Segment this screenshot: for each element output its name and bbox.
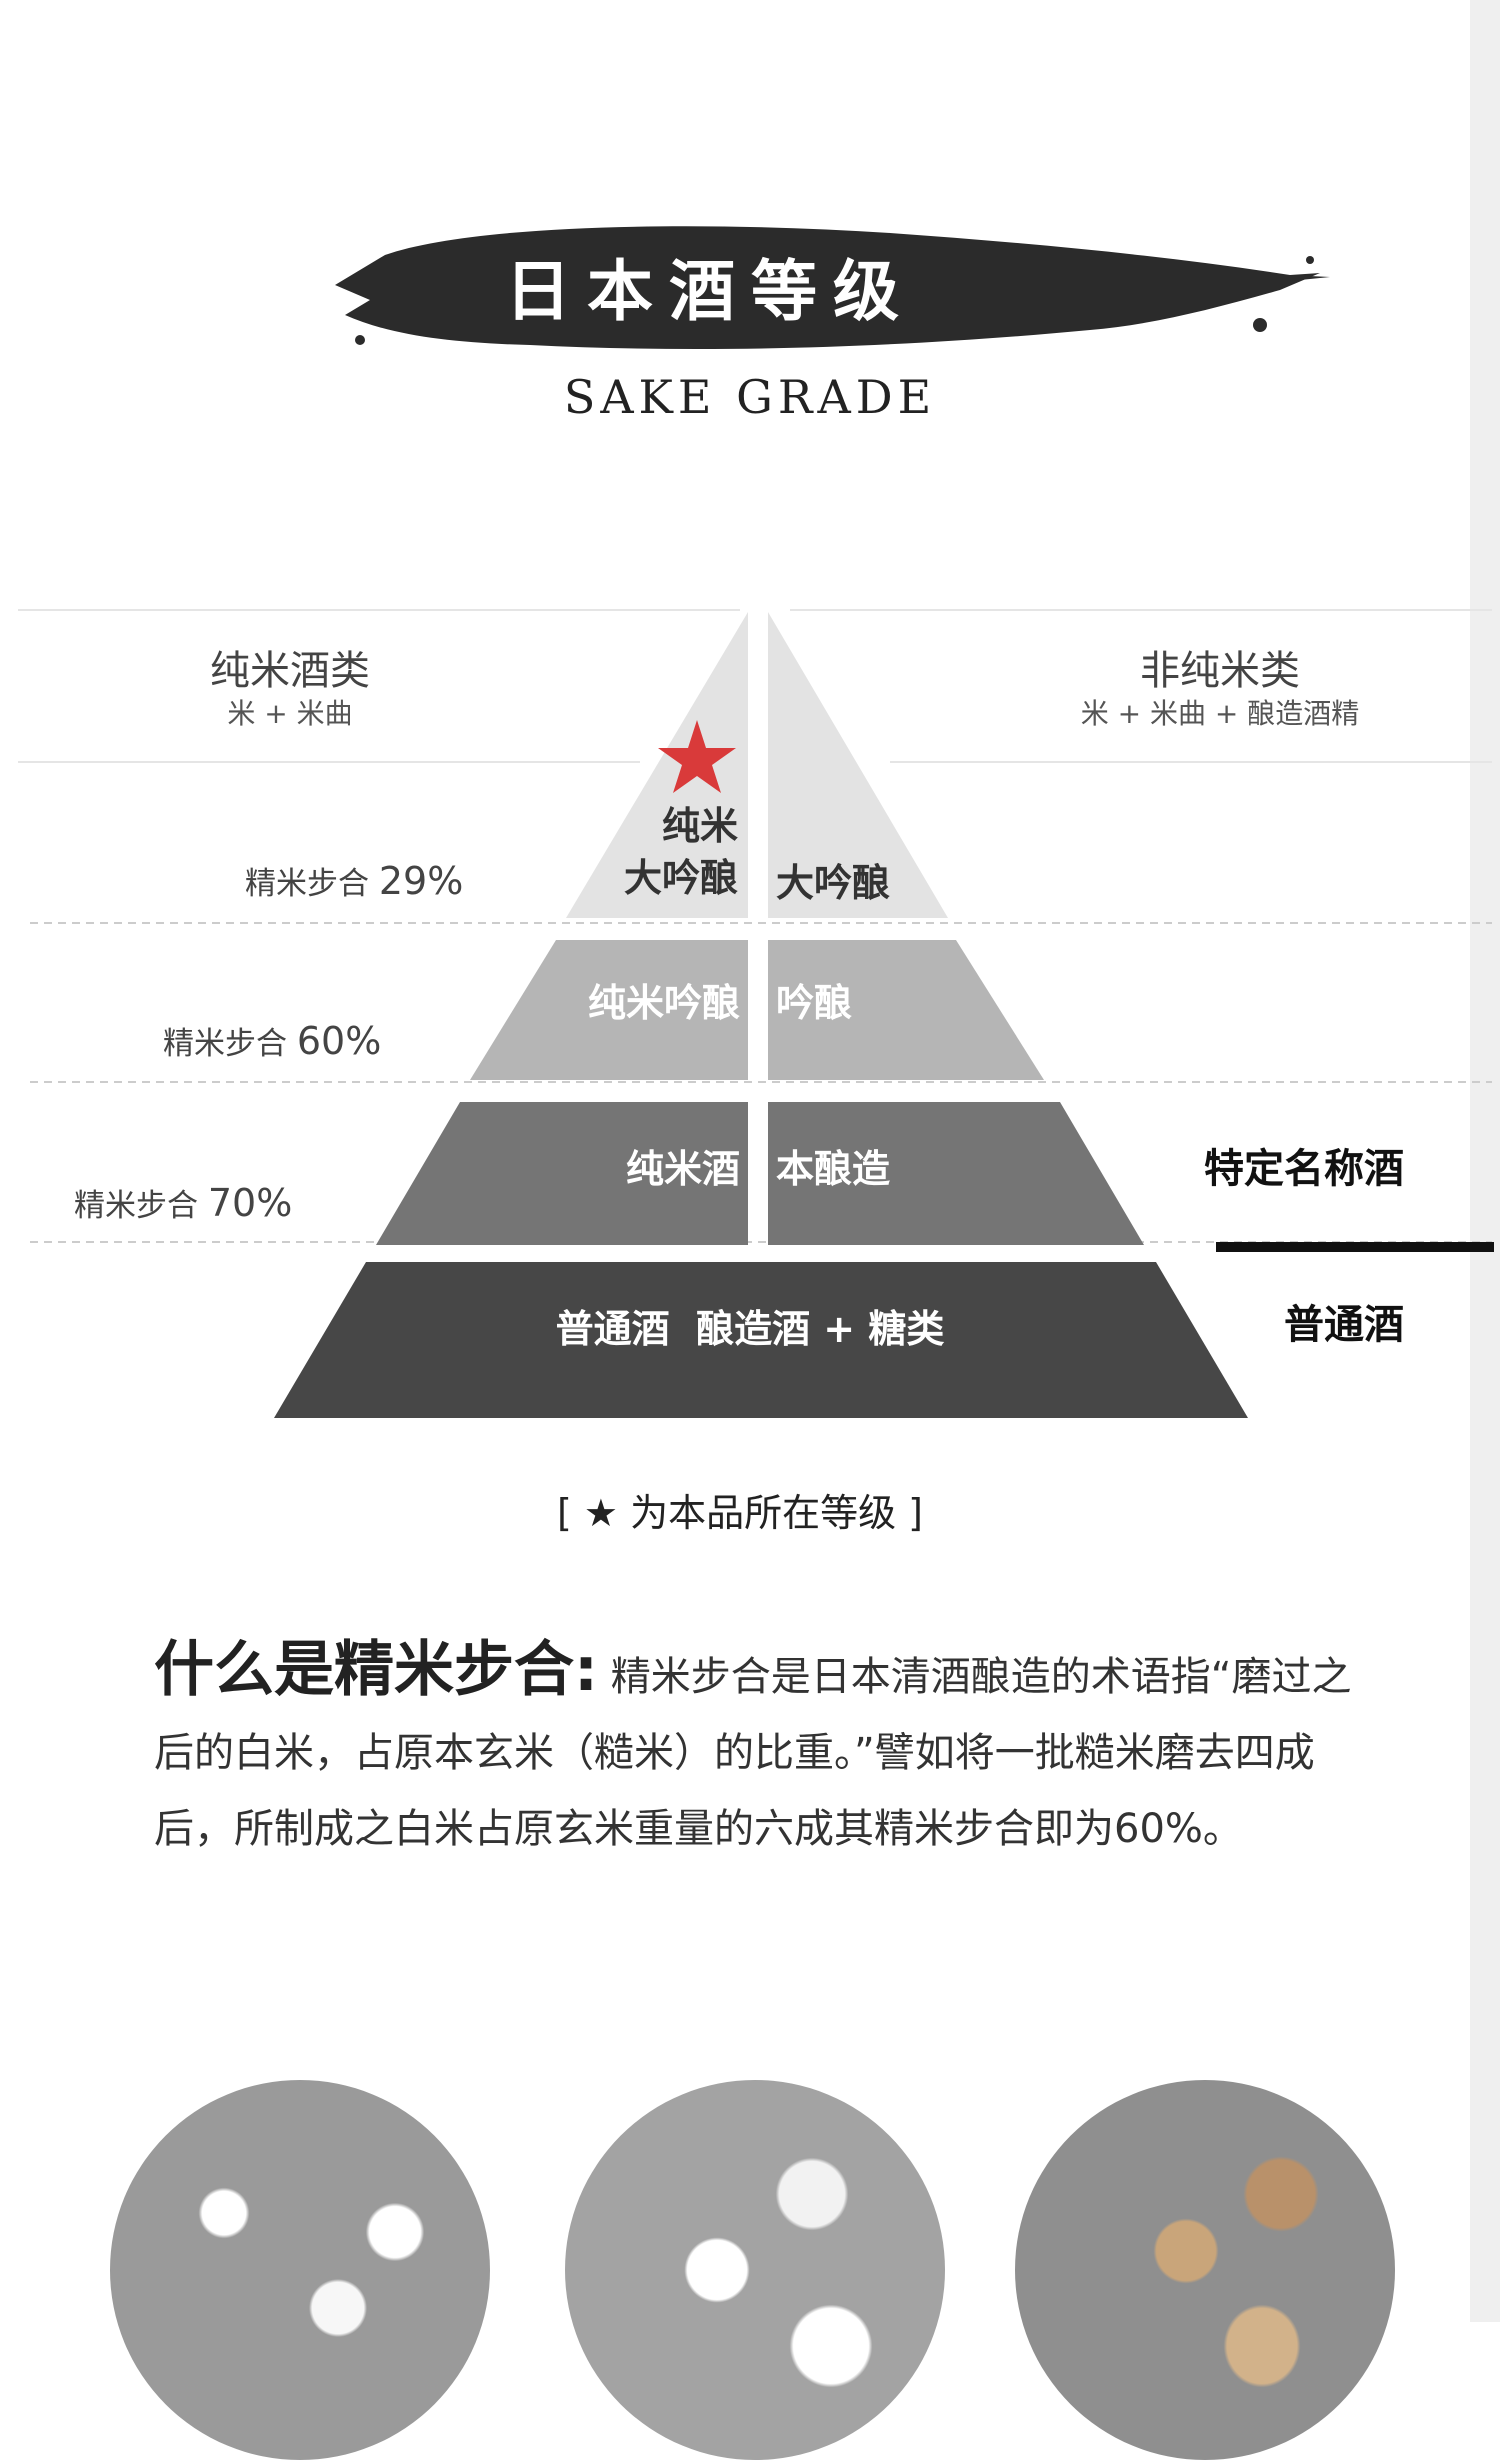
side-label-ordinary-sake: 普通酒: [1284, 1302, 1404, 1348]
level-ginjo: 吟酿: [776, 981, 853, 1025]
star-icon: [658, 720, 736, 793]
explanation-body: 精米步合是日本清酒酿造的术语指“磨过之后的白米，占原本玄米（糙米）的比重。”譬如…: [154, 1654, 1352, 1852]
polish-ratio-explanation: 什么是精米步合: 精米步合是日本清酒酿造的术语指“磨过之后的白米，占原本玄米（糙…: [154, 1632, 1354, 1867]
left-category-name: 纯米酒类: [210, 648, 370, 694]
brush-stroke-banner: [335, 226, 1330, 350]
right-category-name: 非纯米类: [1140, 648, 1300, 694]
rice-image-polished: [110, 2080, 490, 2460]
left-category-formula: 米 + 米曲: [227, 697, 353, 730]
polish-ratio-29: 精米步合 29%: [245, 859, 464, 903]
level-junmai: 纯米酒: [625, 1147, 740, 1191]
grade-note: [ ★ 为本品所在等级 ]: [557, 1491, 923, 1535]
page-subtitle: SAKE GRADE: [563, 370, 937, 424]
level-futsushu: 普通酒 酿造酒 + 糖类: [555, 1307, 945, 1351]
sake-grade-pyramid: 纯米酒类 米 + 米曲 非纯米类 米 + 米曲 + 酿造酒精 精米步合 29% …: [0, 590, 1500, 1430]
polish-ratio-70: 精米步合 70%: [74, 1181, 293, 1225]
level-daiginjo: 大吟酿: [776, 861, 891, 905]
level-honjozo: 本酿造: [776, 1147, 891, 1191]
pyramid-graphic: [18, 609, 1494, 1418]
rice-image-brown: [1015, 2080, 1395, 2460]
page-title: 日本酒等级: [505, 252, 915, 330]
side-label-special-sake: 特定名称酒: [1204, 1146, 1404, 1192]
right-category-formula: 米 + 米曲 + 酿造酒精: [1080, 697, 1360, 730]
polish-ratio-60: 精米步合 60%: [163, 1019, 382, 1063]
scrollbar[interactable]: [1470, 0, 1500, 2322]
level-junmai-daiginjo: 纯米 大吟酿: [623, 804, 738, 900]
level-junmai-ginjo: 纯米吟酿: [587, 981, 740, 1025]
explanation-heading: 什么是精米步合:: [154, 1635, 598, 1705]
rice-image-white: [565, 2080, 945, 2460]
